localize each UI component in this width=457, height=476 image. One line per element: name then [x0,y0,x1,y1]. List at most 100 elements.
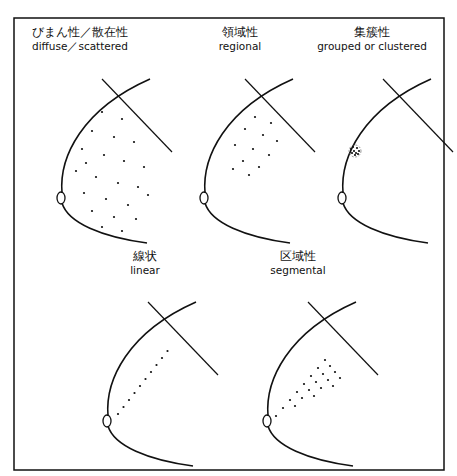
japanese-label: 区域性 [280,250,316,263]
calcification-dot [95,176,97,178]
diffuse-breast [57,79,172,243]
calcification-dot [351,152,353,154]
english-label: linear [130,265,160,277]
calcification-dot [352,146,354,148]
english-label: segmental [270,265,325,277]
calcification-dot [350,148,352,150]
breast-outline [62,79,150,243]
pectoral-line [148,302,218,375]
calcification-dot [137,186,139,188]
japanese-label: 線状 [133,250,157,263]
japanese-label: 領域性 [222,26,258,39]
calcification-dot [242,160,244,162]
calcification-dot [357,153,359,155]
calcification-dot [81,148,83,150]
calcification-dot [113,216,115,218]
figure-frame [14,18,444,470]
calcification-dot [356,147,358,149]
calcification-dot [122,406,124,408]
calcification-dot [303,383,305,385]
calcification-dot [133,141,135,143]
calcification-dot [91,130,93,132]
calcification-dot [294,405,296,407]
calcification-dot [133,392,135,394]
english-label: grouped or clustered [317,41,427,53]
nipple [263,415,271,427]
calcification-dot [85,162,87,164]
calcification-dot [258,166,260,168]
calcification-dot [254,116,256,118]
nipple [57,192,65,204]
breast-outline [343,79,431,243]
calcification-dot [262,134,264,136]
calcification-dot [329,365,331,367]
breast-outline [205,79,293,243]
calcification-dot [127,204,129,206]
calcification-dot [355,152,357,154]
calcification-dot [353,150,355,152]
calcification-dot [155,364,157,366]
calcification-dot [117,413,119,415]
calcification-dot [332,385,334,387]
calcification-dot [358,150,360,152]
calcification-dot [276,140,278,142]
calcification-dot [252,148,254,150]
cluster-outline [349,145,361,157]
japanese-label: 集簇性 [354,26,390,39]
regional-breast [200,79,315,243]
calcification-dot [117,182,119,184]
calcification-dot [128,399,130,401]
calcification-dot [83,192,85,194]
calcification-dot [248,174,250,176]
pectoral-line [245,79,315,152]
calcification-dot [282,407,284,409]
calcification-dot [103,154,105,156]
breast-outline [268,302,356,466]
calcification-dot [270,122,272,124]
calcification-dot [75,170,77,172]
clustered-breast [338,79,453,243]
calcification-dot [139,385,141,387]
calcification-dot [324,359,326,361]
nipple [200,192,208,204]
calcification-dot [308,389,310,391]
calcification-dot [322,373,324,375]
calcification-dot [105,198,107,200]
calcification-dot [275,415,277,417]
calcification-dot [317,367,319,369]
calcification-dot [144,378,146,380]
calcification-dot [310,375,312,377]
calcification-dot [113,136,115,138]
nipple [338,192,346,204]
breast-outline [108,302,196,466]
pectoral-line [383,79,453,152]
calcification-dot [101,111,103,113]
pectoral-line [102,79,172,152]
calcification-dot [135,218,137,220]
calcification-dot [121,230,123,232]
calcification-dot [315,381,317,383]
calcification-dot [121,118,123,120]
calcification-dot [143,166,145,168]
calcification-dot [334,371,336,373]
linear-breast [103,302,218,466]
calcification-dot [150,371,152,373]
calcification-dot [301,397,303,399]
nipple [103,415,111,427]
calcification-dot [101,226,103,228]
calcification-dot [339,377,341,379]
segmental-breast [263,302,378,466]
calcification-dot [147,194,149,196]
pectoral-line [308,302,378,375]
calcification-dot [313,395,315,397]
english-label: regional [219,41,262,53]
calcification-dot [123,160,125,162]
calcification-dot [268,154,270,156]
calcification-dot [296,391,298,393]
calcification-dot [166,350,168,352]
calcification-dot [234,144,236,146]
calcification-dot [327,379,329,381]
calcification-dot [91,210,93,212]
